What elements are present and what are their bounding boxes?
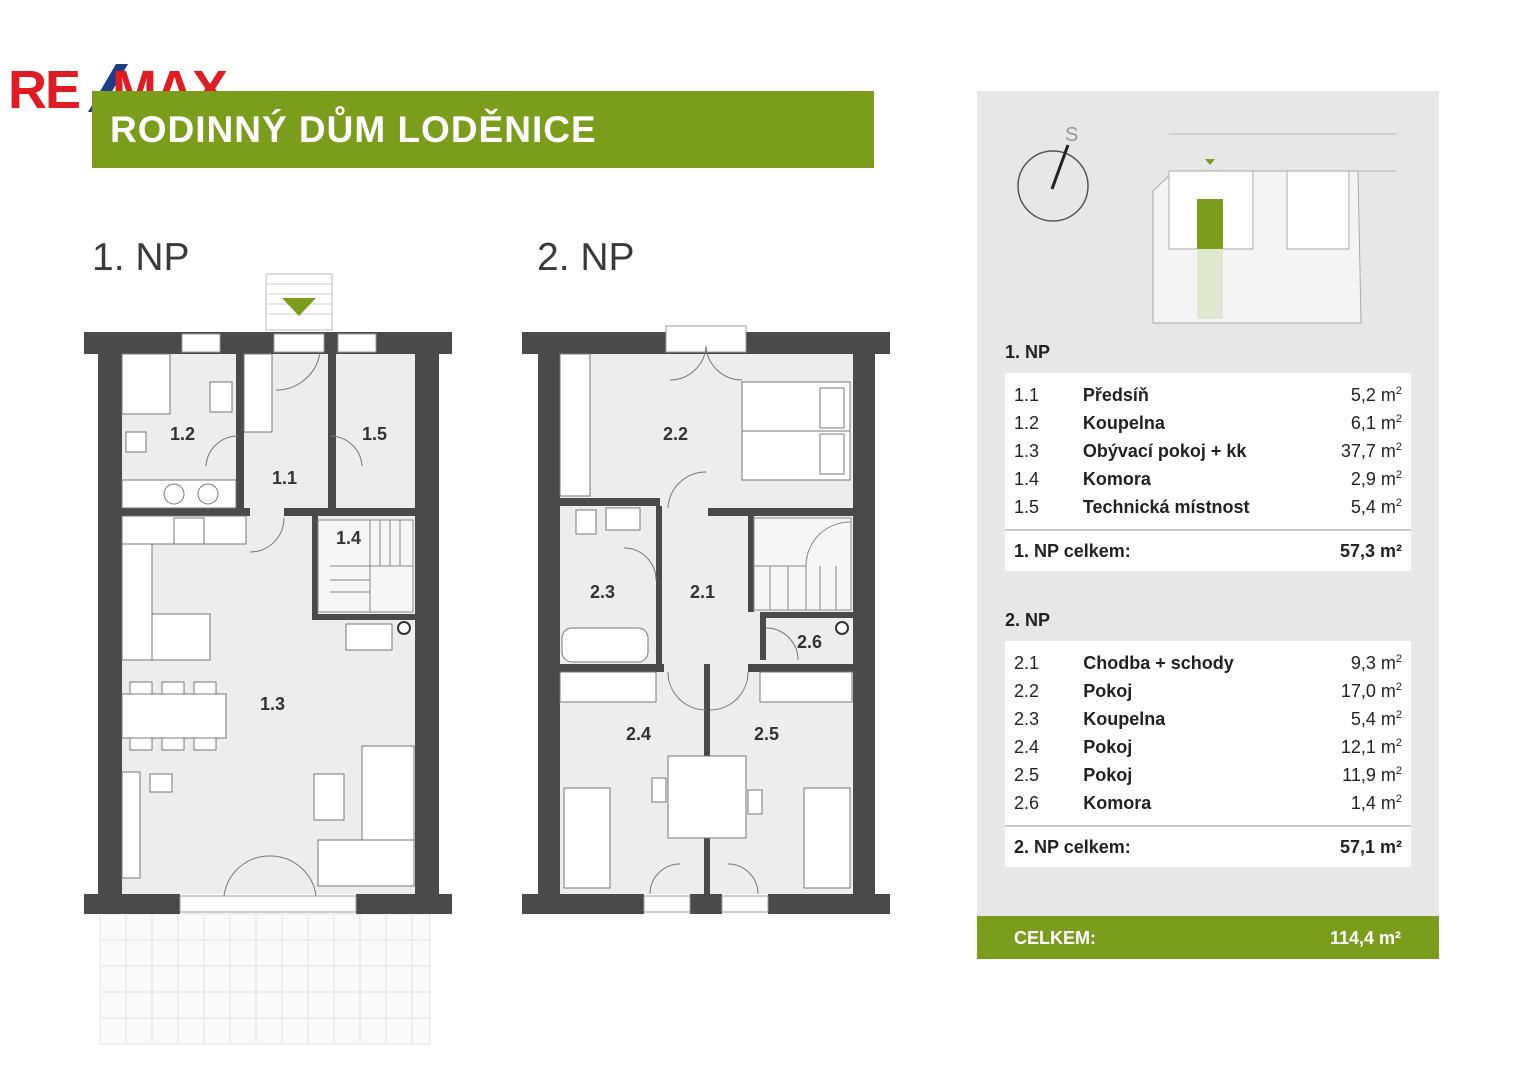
compass-label: S xyxy=(1065,124,1078,146)
title-bar: RODINNÝ DŮM LODĚNICE xyxy=(92,91,874,168)
room-2-2-label: 2.2 xyxy=(663,424,688,444)
table-row: 2.5 Pokoj 11,9 m2 xyxy=(1014,764,1402,785)
room-2-4-label: 2.4 xyxy=(626,724,651,744)
room-1-3-label: 1.3 xyxy=(260,694,285,714)
table-row: 2.3 Koupelna 5,4 m2 xyxy=(1014,708,1402,729)
room-2-6-label: 2.6 xyxy=(797,632,822,652)
room-2-3-label: 2.3 xyxy=(590,582,615,602)
room-1-4-label: 1.4 xyxy=(336,528,361,548)
room-1-1-label: 1.1 xyxy=(272,468,297,488)
table-row: 1.2 Koupelna 6,1 m2 xyxy=(1014,412,1402,433)
floor2-heading: 2. NP xyxy=(537,236,635,279)
np2-total-row: 2. NP celkem: 57,1 m² xyxy=(1005,825,1411,867)
grand-total-bar: CELKEM: 114,4 m² xyxy=(977,916,1439,959)
grand-total-value: 114,4 m² xyxy=(1329,928,1401,948)
compass-icon: S xyxy=(1017,124,1089,222)
svg-text:RE: RE xyxy=(8,62,79,114)
room-2-5-label: 2.5 xyxy=(754,724,779,744)
table-row: 1.4 Komora 2,9 m2 xyxy=(1014,468,1402,489)
room-2-1-label: 2.1 xyxy=(690,582,715,602)
table-row: 1.1 Předsíň 5,2 m2 xyxy=(1014,384,1402,405)
remax-logo: RE MAX xyxy=(8,62,230,114)
floor1-heading: 1. NP xyxy=(92,236,190,279)
table-row: 2.4 Pokoj 12,1 m2 xyxy=(1014,736,1402,757)
table-row: 1.5 Technická místnost 5,4 m2 xyxy=(1014,496,1402,517)
table-row: 1.3 Obývací pokoj + kk 37,7 m2 xyxy=(1014,440,1402,461)
floor1-plan: 1.1 1.2 1.3 1.4 1.5 xyxy=(84,273,452,1045)
np2-section-title: 2. NP xyxy=(1005,610,1051,630)
site-map xyxy=(1152,133,1397,324)
table-row: 2.1 Chodba + schody 9,3 m2 xyxy=(1014,652,1402,673)
table-row: 2.6 Komora 1,4 m2 xyxy=(1014,792,1402,813)
floor2-plan: 2.1 2.2 2.3 2.4 2.5 2.6 xyxy=(522,325,890,914)
table-row: 2.2 Pokoj 17,0 m2 xyxy=(1014,680,1402,701)
room-1-5-label: 1.5 xyxy=(362,424,387,444)
np1-total-row: 1. NP celkem: 57,3 m² xyxy=(1005,529,1411,571)
floor-plans: 1.1 1.2 1.3 1.4 1.5 xyxy=(84,273,890,1045)
np1-room-table: 1.1 Předsíň 5,2 m2 1.2 Koupelna 6,1 m2 1… xyxy=(1005,373,1411,571)
info-panel: S 1. NP 1.1 Předsíň 5,2 m2 1.2 Koupelna … xyxy=(977,91,1439,959)
grand-total-label: CELKEM: xyxy=(1014,928,1096,948)
np2-room-table: 2.1 Chodba + schody 9,3 m2 2.2 Pokoj 17,… xyxy=(1005,641,1411,867)
site-plan: S xyxy=(1017,124,1397,324)
page-title: RODINNÝ DŮM LODĚNICE xyxy=(110,109,597,150)
np1-section-title: 1. NP xyxy=(1005,342,1051,362)
entrance-arrow-icon xyxy=(282,298,316,316)
terrace-grid xyxy=(99,913,431,1045)
room-1-2-label: 1.2 xyxy=(170,424,195,444)
